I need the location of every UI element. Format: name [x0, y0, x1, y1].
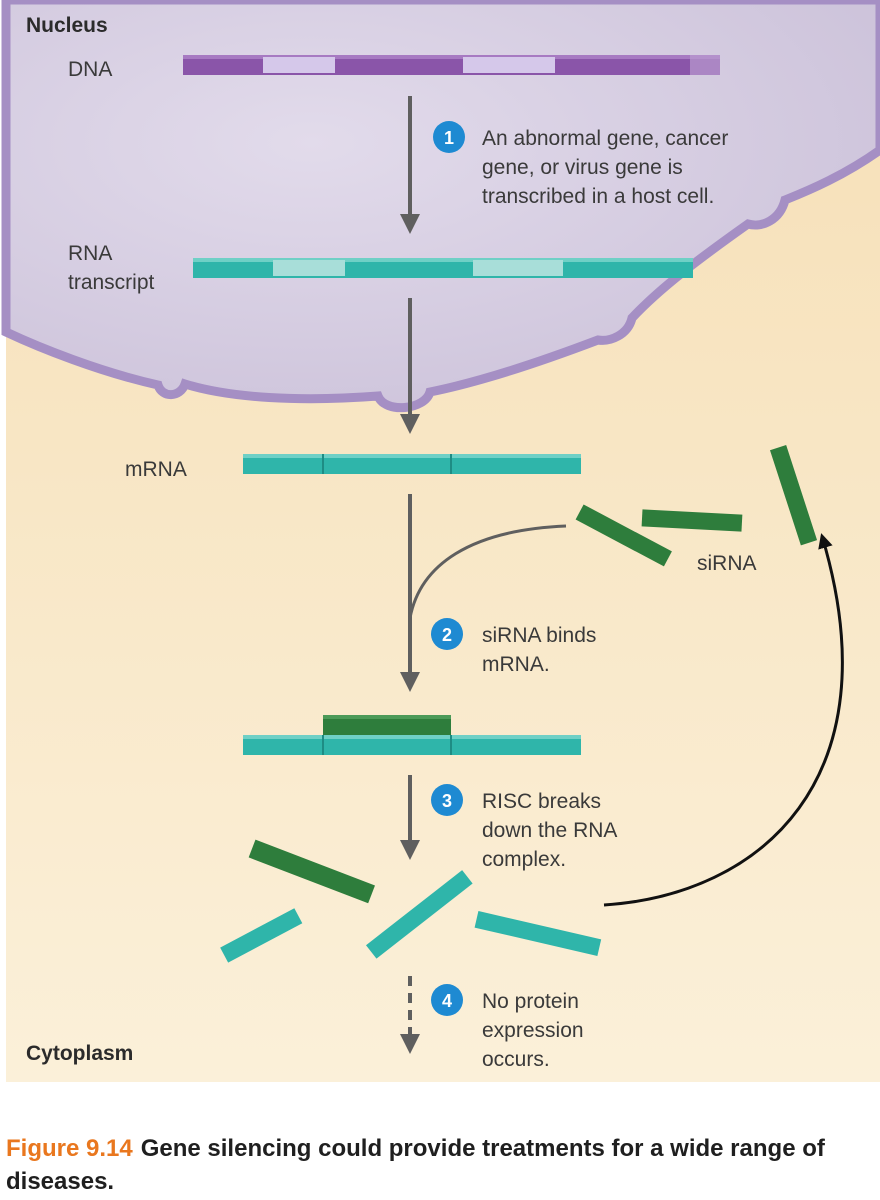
arrow-sirna-join: [408, 524, 567, 619]
step-1-badge: [433, 121, 465, 153]
gene-silencing-figure: Nucleus DNA RNA transcript mRNA siRNA Cy…: [1, 0, 880, 1082]
step-4-line-2: expression: [482, 1019, 584, 1042]
figure-number: Figure 9.14: [6, 1135, 133, 1162]
nucleus-region: [1, 0, 880, 413]
step-3: 3 RISC breaks down the RNA complex.: [431, 784, 617, 871]
step-2-line-2: mRNA.: [482, 653, 550, 676]
sirna-label: siRNA: [697, 552, 757, 575]
step-1: 1 An abnormal gene, cancer gene, or viru…: [433, 121, 728, 208]
rna-fragments: [220, 839, 602, 963]
cytoplasm-label: Cytoplasm: [26, 1042, 133, 1065]
step-4-line-3: occurs.: [482, 1048, 550, 1071]
step-3-number: 3: [442, 791, 452, 811]
mrna-strand: [243, 454, 581, 474]
caption-text: Gene silencing could provide treatments …: [6, 1135, 825, 1195]
rna-label: RNA: [68, 242, 112, 265]
step-3-line-1: RISC breaks: [482, 790, 601, 813]
arrow-sirna-recycle: [603, 533, 844, 907]
mrna-label: mRNA: [125, 458, 187, 481]
sirna-molecules: [575, 444, 818, 567]
transcript-label: transcript: [68, 271, 155, 294]
nucleus-label: Nucleus: [26, 14, 108, 37]
step-1-line-3: transcribed in a host cell.: [482, 185, 714, 208]
step-1-line-1: An abnormal gene, cancer: [482, 127, 728, 150]
step-2: 2 siRNA binds mRNA.: [431, 618, 596, 676]
step-3-line-3: complex.: [482, 848, 566, 871]
sirna-mrna-complex: [243, 715, 581, 755]
step-4-number: 4: [442, 991, 452, 1011]
step-4-badge: [431, 984, 463, 1016]
step-4-line-1: No protein: [482, 990, 579, 1013]
step-3-line-2: down the RNA: [482, 819, 617, 842]
step-1-number: 1: [444, 128, 454, 148]
step-1-line-2: gene, or virus gene is: [482, 156, 683, 179]
step-4: 4 No protein expression occurs.: [431, 984, 584, 1071]
dna-label: DNA: [68, 58, 112, 81]
step-3-badge: [431, 784, 463, 816]
rna-transcript-strand: [193, 258, 693, 278]
step-2-number: 2: [442, 625, 452, 645]
step-2-line-1: siRNA binds: [482, 624, 596, 647]
dna-strand: [183, 55, 720, 75]
step-2-badge: [431, 618, 463, 650]
